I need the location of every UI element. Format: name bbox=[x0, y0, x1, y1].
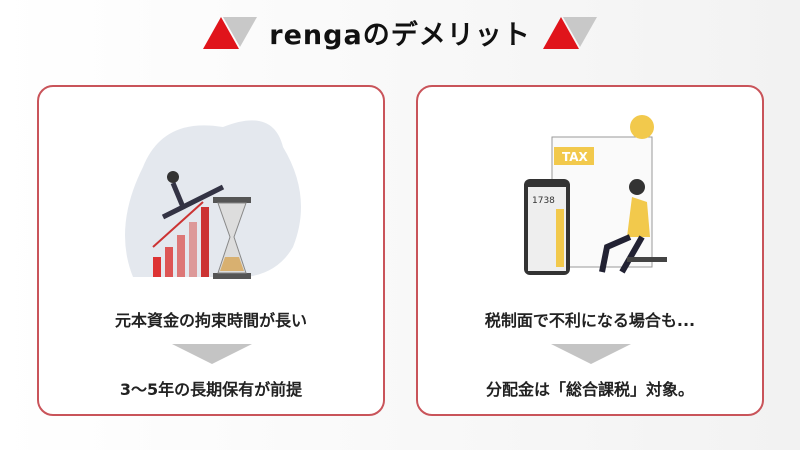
page-title: rengaのデメリット bbox=[269, 19, 531, 51]
arrow-down-icon bbox=[551, 344, 631, 364]
header: rengaのデメリット bbox=[0, 12, 800, 52]
hourglass-growth-illustration bbox=[125, 120, 301, 279]
triangle-decoration-icon bbox=[203, 15, 258, 49]
triangle-decoration-icon bbox=[542, 15, 597, 49]
card-tax-disadvantage: TAX 1738 税制面で不利になる場合も... 分配金は「総合課税」対象。 bbox=[416, 85, 764, 416]
tax-label: TAX bbox=[562, 150, 589, 164]
card-headline: 元本資金の拘束時間が長い bbox=[114, 311, 307, 330]
card-capital-lockup: 元本資金の拘束時間が長い 3〜5年の長期保有が前提 bbox=[37, 85, 385, 416]
arrow-down-icon bbox=[172, 344, 252, 364]
card-headline: 税制面で不利になる場合も... bbox=[484, 311, 696, 330]
card-detail: 分配金は「総合課税」対象。 bbox=[485, 380, 694, 399]
calculator-display: 1738 bbox=[532, 196, 555, 206]
tax-calculator-illustration: TAX 1738 bbox=[524, 115, 667, 275]
card-detail: 3〜5年の長期保有が前提 bbox=[119, 380, 303, 399]
